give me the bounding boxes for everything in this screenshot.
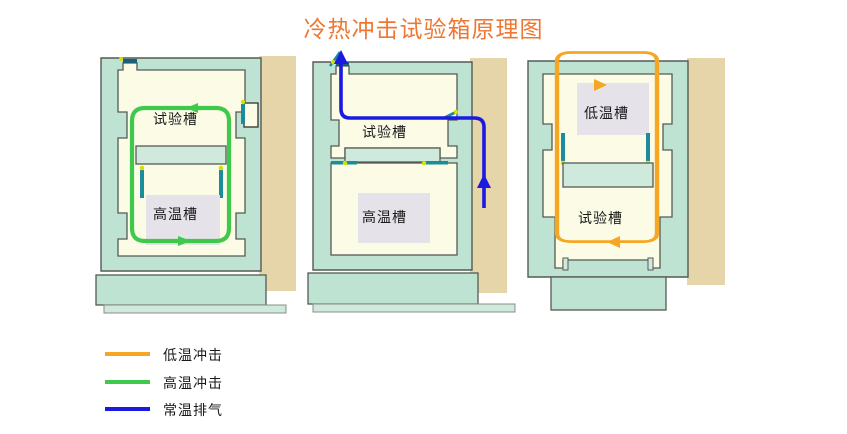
side-port-1 — [243, 102, 259, 128]
specimen-shelf-2 — [344, 147, 441, 163]
vent-pipe-2 — [328, 51, 342, 67]
base-plinth-1 — [103, 304, 287, 314]
specimen-shelf-1 — [135, 145, 227, 165]
chamber-label-high-temp-1: 高温槽 — [153, 207, 198, 223]
base-pedestal-3 — [550, 276, 667, 311]
damper-bar-right-1 — [219, 170, 223, 198]
flow-arrow-top-1 — [186, 103, 198, 113]
side-port-damper-1 — [241, 104, 245, 124]
damper-cap-right-2 — [421, 160, 427, 166]
tan-column-1 — [259, 56, 296, 291]
panel-exhaust — [307, 50, 516, 313]
page-title: 冷热冲击试验箱原理图 — [303, 17, 544, 43]
tan-column-2 — [470, 58, 507, 293]
damper-bar-left-3 — [561, 133, 565, 161]
base-pedestal-2 — [307, 272, 479, 305]
panel-high-temp-shock — [95, 56, 296, 314]
chamber-label-low-temp-3: 低温槽 — [584, 106, 629, 122]
specimen-shelf-3 — [562, 162, 654, 188]
flow-arrow-bottom-1 — [178, 236, 191, 246]
flow-arrow-entry-2 — [477, 174, 491, 188]
flow-arrow-bottom-3 — [607, 236, 620, 248]
high-temp-zone-box-2 — [358, 193, 430, 243]
damper-cap-right-1 — [218, 165, 224, 171]
flow-loop-high-temp — [129, 105, 232, 244]
vent-cap-1 — [119, 57, 123, 61]
flow-loop-low-temp — [554, 51, 660, 243]
high-temp-zone-box-1 — [146, 195, 220, 245]
inlet-cap-2 — [453, 109, 459, 115]
chamber-label-test-2: 试验槽 — [362, 125, 407, 141]
base-plinth-2 — [312, 303, 516, 313]
chamber-label-test-3: 试验槽 — [578, 211, 623, 227]
vent-cap-2 — [331, 60, 335, 64]
legend-label-high-temp-shock: 高温冲击 — [163, 376, 223, 392]
bottom-damper-right-3 — [647, 257, 654, 271]
side-port-cap-1 — [240, 99, 246, 105]
damper-bar-right-2 — [422, 161, 448, 165]
damper-cap-left-2 — [342, 160, 348, 166]
chamber-label-test-1: 试验槽 — [153, 112, 198, 128]
legend-label-exhaust: 常温排气 — [163, 403, 223, 419]
test-chamber-cavity-2 — [330, 65, 458, 159]
flow-arrow-exit-2 — [334, 50, 348, 64]
tan-column-3 — [687, 58, 725, 285]
bottom-damper-left-3 — [562, 257, 569, 271]
low-temp-zone-box-3 — [577, 83, 649, 135]
damper-bar-left-1 — [140, 170, 144, 198]
panel-low-temp-shock — [527, 51, 725, 311]
damper-bar-right-3 — [646, 133, 650, 161]
chamber-label-high-temp-2: 高温槽 — [362, 210, 407, 226]
vent-nozzle-1 — [123, 59, 137, 63]
legend — [105, 352, 150, 411]
damper-cap-left-1 — [139, 165, 145, 171]
flow-path-exhaust — [339, 62, 486, 208]
flow-arrow-top-3 — [594, 79, 607, 91]
legend-label-low-temp-shock: 低温冲击 — [163, 348, 223, 364]
base-pedestal-1 — [95, 274, 267, 306]
